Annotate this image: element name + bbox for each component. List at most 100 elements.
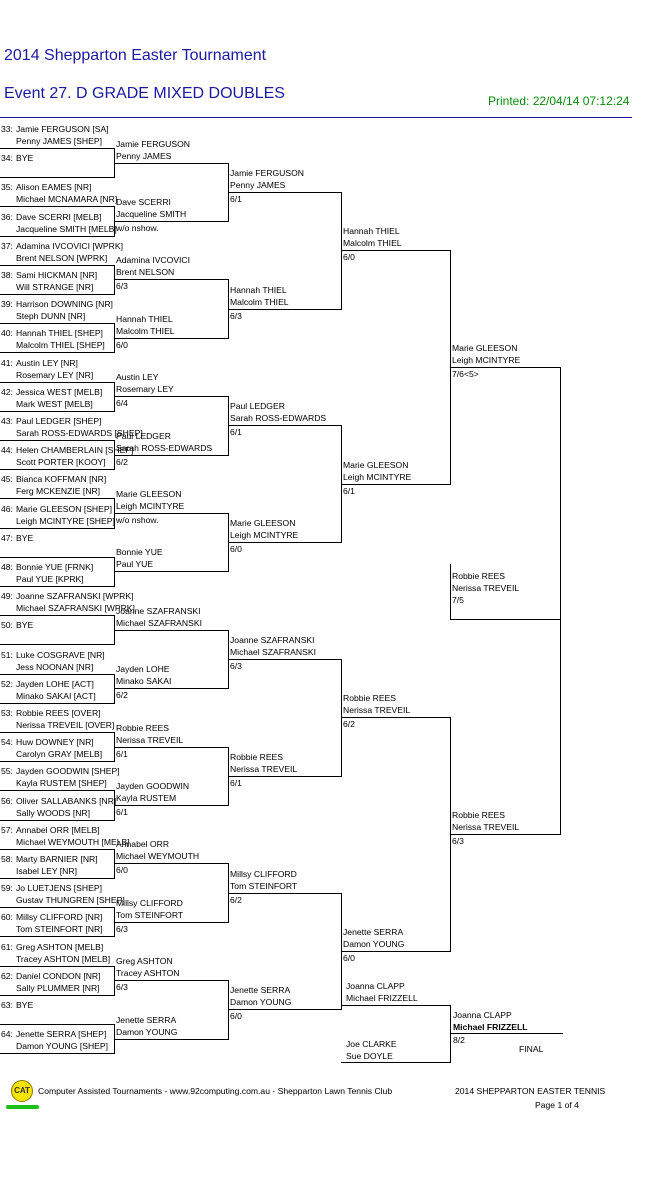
winner-player-b: Leigh MCINTYRE — [343, 472, 412, 482]
winner-line — [114, 630, 228, 631]
entry-player-b: Sally WOODS [NR] — [16, 808, 91, 818]
match-connector — [114, 849, 115, 879]
winner-player-a: Jenette SERRA — [343, 927, 404, 937]
entry-seed: 45: — [1, 474, 13, 484]
entry-seed: 51: — [1, 650, 13, 660]
winner-player-a: Marie GLEESON — [452, 343, 518, 353]
entry-seed: 41: — [1, 358, 13, 368]
entry-seed: 48: — [1, 562, 13, 572]
entry-player-b: Paul YUE [KPRK] — [16, 574, 84, 584]
entry-player-a: Paul LEDGER [SHEP] — [16, 416, 102, 426]
entry-player-a: Robbie REES [OVER] — [16, 708, 101, 718]
winner-line — [341, 250, 450, 251]
winner-player-b: Minako SAKAI — [116, 676, 172, 686]
winner-player-b: Nerissa TREVEIL — [116, 735, 184, 745]
entry-player-a: Harrison DOWNING [NR] — [16, 299, 113, 309]
winner-player-a: Greg ASHTON — [116, 956, 173, 966]
winner-player-b: Michael WEYMOUTH — [116, 851, 200, 861]
winner-player-a: Bonnie YUE — [116, 547, 163, 557]
entry-player-a: Austin LEY [NR] — [16, 358, 78, 368]
winner-player-b: Jacqueline SMITH — [116, 209, 187, 219]
winner-line — [114, 922, 228, 923]
winner-player-a: Jamie FERGUSON — [116, 139, 191, 149]
match-connector — [114, 265, 115, 295]
entry-player-b: Tom STEINFORT [NR] — [16, 924, 103, 934]
winner-player-a: Paul LEDGER — [116, 431, 171, 441]
entry-line — [0, 936, 114, 937]
logo-underline — [6, 1105, 39, 1109]
winner-line — [114, 1039, 228, 1040]
entry-seed: 42: — [1, 387, 13, 397]
final-label: FINAL — [519, 1044, 544, 1054]
entry-player-b: Steph DUNN [NR] — [16, 311, 86, 321]
footer-event: 2014 SHEPPARTON EASTER TENNIS — [455, 1086, 606, 1096]
winner-player-b: Kayla RUSTEM — [116, 793, 177, 803]
winner-player-a: Millsy CLIFFORD — [230, 869, 297, 879]
winner-line — [228, 776, 341, 777]
entry-player-b: Sarah ROSS-EDWARDS [SHEP] — [16, 428, 143, 438]
entry-player-b: Will STRANGE [NR] — [16, 282, 94, 292]
entry-line — [0, 586, 114, 587]
match-connector — [341, 659, 342, 777]
entry-seed: 49: — [1, 591, 13, 601]
winner-player-a: Paul LEDGER — [230, 401, 285, 411]
entry-line — [0, 498, 114, 499]
winner-line — [228, 893, 341, 894]
match-score: 6/1 — [116, 749, 128, 759]
final-player-a: Joanna CLAPP — [346, 981, 405, 991]
entry-seed: 62: — [1, 971, 13, 981]
entry-player-b: Jess NOONAN [NR] — [16, 662, 94, 672]
winner-player-a: Robbie REES — [452, 571, 506, 581]
final-score: 8/2 — [453, 1035, 465, 1045]
entry-player-a: Huw DOWNEY [NR] — [16, 737, 94, 747]
entry-line — [0, 1053, 114, 1054]
final-entry-line — [341, 1062, 450, 1063]
entry-line — [0, 294, 114, 295]
entry-player-b: Scott PORTER [KOOY] — [16, 457, 106, 467]
winner-player-b: Damon YOUNG — [230, 997, 292, 1007]
entry-seed: 44: — [1, 445, 13, 455]
entry-line — [0, 966, 114, 967]
match-connector — [341, 192, 342, 310]
entry-seed: 46: — [1, 504, 13, 514]
match-score: 6/0 — [116, 340, 128, 350]
winner-line — [114, 571, 228, 572]
final-winner-a: Joanna CLAPP — [453, 1010, 512, 1020]
entry-line — [0, 820, 114, 821]
entry-seed: 55: — [1, 766, 13, 776]
winner-line — [450, 367, 560, 368]
match-score: 6/0 — [343, 953, 355, 963]
entry-player-a: Dave SCERRI [MELB] — [16, 212, 102, 222]
winner-player-a: Marie GLEESON — [230, 518, 296, 528]
match-score: 6/0 — [230, 1011, 242, 1021]
entry-player-a: Jenette SERRA [SHEP] — [16, 1029, 107, 1039]
entry-player-a: Helen CHAMBERLAIN [SHEP] — [16, 445, 134, 455]
winner-player-b: Brent NELSON — [116, 267, 175, 277]
entry-seed: 38: — [1, 270, 13, 280]
entry-line — [0, 790, 114, 791]
tournament-title: 2014 Shepparton Easter Tournament — [4, 47, 267, 64]
match-score: 6/3 — [230, 311, 242, 321]
winner-player-b: Leigh MCINTYRE — [452, 355, 521, 365]
entry-player-a: Greg ASHTON [MELB] — [16, 942, 104, 952]
winner-player-b: Penny JAMES — [230, 180, 286, 190]
entry-player-a: Marty BARNIER [NR] — [16, 854, 98, 864]
footer-page: Page 1 of 4 — [535, 1100, 579, 1110]
winner-player-b: Malcolm THIEL — [116, 326, 175, 336]
match-score: 6/1 — [116, 807, 128, 817]
header-rule — [0, 117, 632, 118]
match-score: 6/2 — [343, 719, 355, 729]
entry-line — [0, 265, 114, 266]
entry-seed: 56: — [1, 796, 13, 806]
entry-line — [0, 907, 114, 908]
winner-player-a: Adamina IVCOVICI — [116, 255, 191, 265]
entry-line — [0, 206, 114, 207]
entry-player-a: Adamina IVCOVICI [WPRK] — [16, 241, 123, 251]
entry-seed: 39: — [1, 299, 13, 309]
winner-player-b: Michael SZAFRANSKI — [116, 618, 202, 628]
entry-player-a: Jessica WEST [MELB] — [16, 387, 103, 397]
entry-line — [0, 615, 114, 616]
entry-seed: 43: — [1, 416, 13, 426]
printed-timestamp: Printed: 22/04/14 07:12:24 — [488, 94, 630, 108]
winner-player-b: Tom STEINFORT — [116, 910, 184, 920]
